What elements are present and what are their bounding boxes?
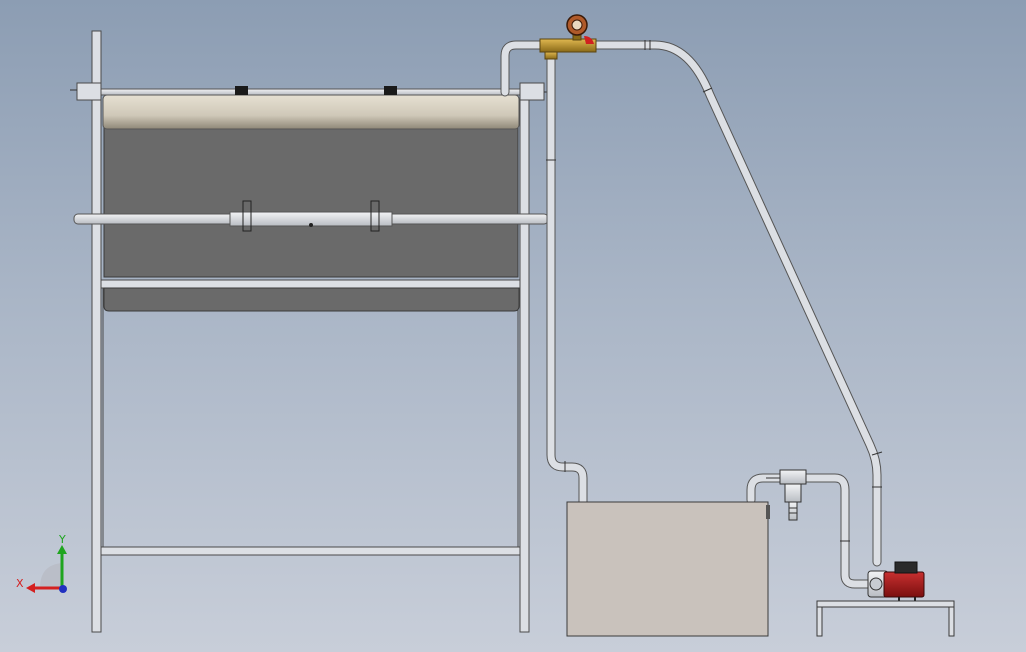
pump-assembly[interactable]	[867, 561, 925, 603]
frame-post-left	[91, 30, 102, 633]
suction-pipe-outline	[746, 473, 877, 589]
tank-fitting	[766, 505, 770, 519]
roller-body	[102, 94, 520, 130]
tank-body	[566, 501, 769, 637]
filter-unit[interactable]	[766, 469, 807, 521]
valve-stem	[544, 51, 558, 60]
x-axis-arrow	[26, 583, 35, 593]
feed-pipe	[501, 41, 549, 96]
frame-post-right	[519, 84, 530, 633]
drain-pipe	[547, 48, 587, 506]
pump-motor[interactable]	[883, 571, 925, 598]
stand-leg-right	[948, 606, 955, 637]
pipe-clamp-left	[242, 200, 252, 232]
bracket-left	[76, 82, 102, 101]
gauge-red-handle	[584, 36, 594, 44]
membrane-lower	[103, 287, 520, 312]
roller-top-bar	[99, 88, 524, 96]
y-axis-arrow	[57, 545, 67, 554]
z-axis-dot	[59, 585, 67, 593]
water-tank[interactable]	[566, 501, 770, 637]
frame-rail-upper	[100, 279, 521, 289]
filter-bowl	[784, 483, 802, 503]
pipe-clamp-right	[370, 200, 380, 232]
y-axis-label: Y	[58, 533, 66, 546]
drain-pipe-outline	[546, 47, 588, 507]
motor-terminal-box	[894, 561, 918, 574]
return-pipe-outline	[590, 40, 882, 567]
x-axis-label: X	[16, 577, 24, 590]
filter-head	[779, 469, 807, 485]
piping[interactable]	[500, 40, 882, 589]
suction-pipe	[747, 474, 876, 588]
stand-leg-left	[816, 606, 823, 637]
return-pipe	[591, 41, 881, 566]
frame-rail-lower	[100, 546, 521, 556]
clip-left	[235, 86, 248, 95]
top-valve-assembly[interactable]	[539, 14, 597, 60]
pump-inlet	[869, 577, 883, 591]
stand-top	[816, 600, 955, 608]
membrane-upper	[103, 126, 519, 278]
gauge-face	[571, 19, 583, 31]
pipe-joints	[546, 40, 883, 542]
clip-right	[384, 86, 397, 95]
filter-drain	[788, 501, 798, 521]
cross-pipe[interactable]	[73, 200, 549, 232]
triad-plane	[40, 563, 62, 588]
collector-frame[interactable]	[91, 30, 530, 633]
pump-stand[interactable]	[816, 600, 955, 637]
top-roller[interactable]	[70, 82, 550, 130]
axis-triad: Y X	[16, 533, 67, 593]
bracket-right	[519, 82, 545, 101]
pipe-hole	[309, 223, 313, 227]
valve-body	[539, 38, 597, 53]
